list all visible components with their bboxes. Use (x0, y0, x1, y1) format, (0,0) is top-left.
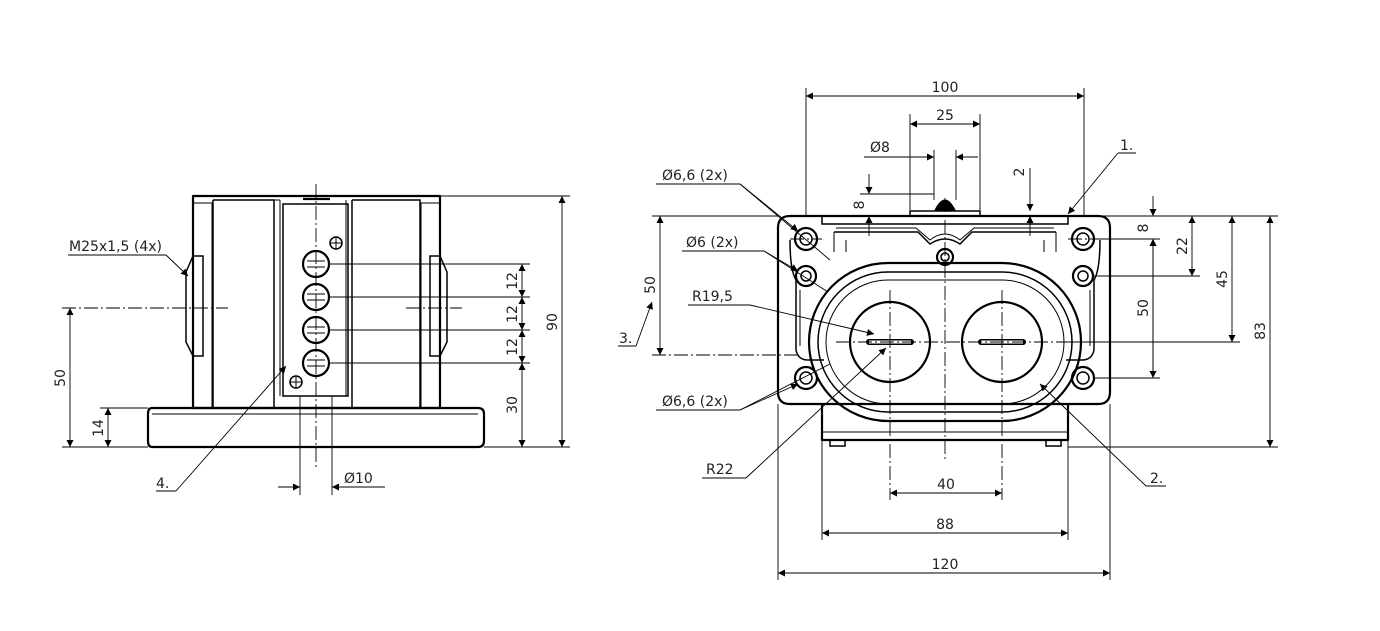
dim-40-label: 40 (937, 477, 955, 493)
dim-12c-label: 12 (505, 338, 521, 356)
radius-22-label: R22 (706, 462, 734, 478)
dim-2-label: 2 (1012, 168, 1028, 177)
callout-1: 1. (1120, 138, 1133, 154)
dim-8-right-label: 8 (1136, 224, 1152, 233)
callout-2: 2. (1150, 471, 1163, 487)
dim-dia10-label: Ø10 (344, 471, 373, 487)
hole-top-label: Ø6,6 (2x) (662, 168, 728, 184)
dim-100-label: 100 (932, 80, 959, 96)
callout-3: 3. (619, 331, 632, 347)
seat-oval-outer (807, 261, 1083, 423)
dim-8-left-label: 8 (852, 201, 868, 210)
mounting-holes (793, 226, 1096, 391)
dim-90-label: 90 (545, 313, 561, 331)
dim-14-label: 14 (91, 419, 107, 437)
dim-50-label: 50 (53, 369, 69, 387)
thread-label: M25x1,5 (4x) (69, 239, 162, 255)
dim-45-label: 45 (1215, 270, 1231, 288)
dim-30-label: 30 (505, 396, 521, 414)
side-base-plate (146, 406, 486, 449)
hole-mid-label: Ø6 (2x) (686, 235, 739, 251)
dim-12b-label: 12 (505, 305, 521, 323)
dim-83-label: 83 (1253, 322, 1269, 340)
dim-12a-label: 12 (505, 272, 521, 290)
dim-88-label: 88 (936, 517, 954, 533)
side-view: 90 12 12 12 30 50 14 Ø10 M25x1,5 (4x) 4. (53, 184, 570, 495)
callout-4: 4. (156, 476, 169, 492)
front-flange (776, 214, 1112, 406)
dim-22-label: 22 (1175, 237, 1191, 255)
indicator-leds (301, 249, 331, 378)
radius-19-label: R19,5 (692, 289, 733, 305)
front-view: 100 25 Ø8 8 2 8 50 (618, 80, 1278, 580)
right-gland (429, 255, 448, 357)
dim-50-inner-label: 50 (1136, 299, 1152, 317)
dim-50-left-label: 50 (643, 276, 659, 294)
hole-bottom-label: Ø6,6 (2x) (662, 394, 728, 410)
dim-dia8-label: Ø8 (870, 140, 890, 156)
dim-25-label: 25 (936, 108, 954, 124)
left-gland (185, 255, 204, 357)
dim-120-label: 120 (932, 557, 959, 573)
